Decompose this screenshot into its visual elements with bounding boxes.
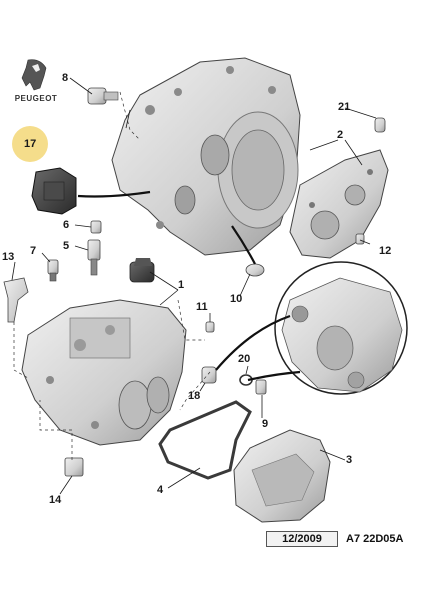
callout-3: 3 bbox=[346, 454, 353, 466]
callout-17: 17 bbox=[24, 138, 37, 150]
diagram-reference-code: A7 22D05A bbox=[346, 533, 404, 545]
detail-magnifier bbox=[274, 261, 408, 395]
callout-2: 2 bbox=[337, 129, 344, 141]
revision-date-box: 12/2009 bbox=[266, 531, 338, 547]
clutch-housing bbox=[111, 57, 301, 256]
part-14-clip bbox=[64, 457, 84, 477]
part-21-bushing bbox=[374, 117, 386, 133]
callout-18: 18 bbox=[188, 390, 201, 402]
part-6-sensor bbox=[90, 220, 102, 234]
callout-4: 4 bbox=[157, 484, 164, 496]
brand-name: PEUGEOT bbox=[14, 94, 58, 103]
part-17-mount bbox=[31, 167, 77, 215]
brand: PEUGEOT bbox=[4, 60, 68, 103]
callout-14: 14 bbox=[49, 494, 62, 506]
callout-12: 12 bbox=[379, 245, 392, 257]
callout-8: 8 bbox=[62, 72, 69, 84]
callout-13: 13 bbox=[2, 251, 15, 263]
callout-17-highlight bbox=[12, 126, 48, 162]
callout-9: 9 bbox=[262, 418, 269, 430]
part-2-cover-plate bbox=[289, 149, 389, 259]
part-11-bolt bbox=[205, 321, 215, 333]
callout-20: 20 bbox=[238, 353, 251, 365]
gearbox-housing bbox=[21, 299, 187, 446]
connector-curves bbox=[77, 190, 301, 382]
leader-lines bbox=[11, 77, 377, 495]
part-4-gasket bbox=[158, 400, 252, 480]
part-12-plug bbox=[355, 233, 365, 245]
part-8-sensor bbox=[87, 87, 119, 105]
lion-logo-icon bbox=[21, 59, 47, 91]
part-9-plug bbox=[255, 379, 267, 395]
dashed-guides bbox=[13, 91, 211, 460]
part-18-plug bbox=[201, 366, 217, 384]
callout-1: 1 bbox=[178, 279, 185, 291]
part-13-bracket bbox=[3, 277, 29, 323]
part-3-cover bbox=[233, 429, 331, 523]
callout-10: 10 bbox=[230, 293, 243, 305]
part-1-fittings bbox=[129, 258, 155, 283]
callout-5: 5 bbox=[63, 240, 70, 252]
callout-7: 7 bbox=[30, 245, 37, 257]
callout-11: 11 bbox=[196, 301, 208, 313]
callout-6: 6 bbox=[63, 219, 70, 231]
part-7-sensor bbox=[47, 259, 59, 282]
callout-21: 21 bbox=[338, 101, 351, 113]
part-10-seal bbox=[245, 263, 265, 277]
part-5-switch bbox=[87, 239, 101, 276]
